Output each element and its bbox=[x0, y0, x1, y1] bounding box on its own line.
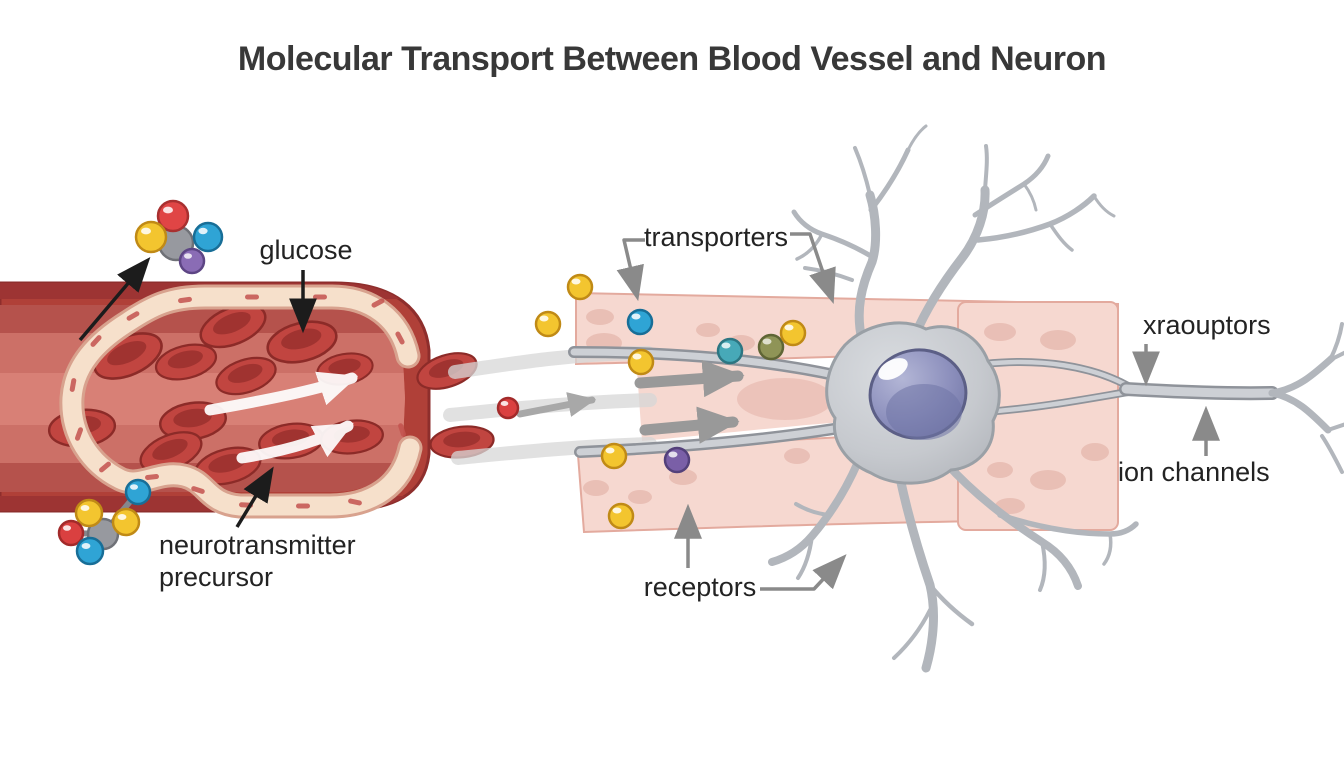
annotation-arrows-gray bbox=[616, 232, 1220, 591]
transporters-arrow-right bbox=[790, 232, 836, 304]
blood-vessel bbox=[0, 281, 431, 519]
molecule-yellow bbox=[600, 442, 628, 470]
axon-terminal-branches bbox=[1268, 322, 1344, 474]
transport-arrows bbox=[516, 359, 745, 444]
molecule-yellow bbox=[566, 273, 594, 301]
precursor-exit-arrow bbox=[78, 256, 151, 342]
molecule-cluster-bottom-left bbox=[57, 478, 152, 566]
label-glucose: glucose bbox=[259, 235, 352, 265]
nucleus-highlight bbox=[878, 358, 908, 380]
neuron-soma bbox=[825, 321, 1001, 485]
molecule-olive bbox=[757, 333, 785, 361]
label-axon-receptors: xraouptors bbox=[1143, 310, 1271, 340]
molecule-yellow bbox=[534, 310, 562, 338]
transporters-arrow-left bbox=[616, 238, 645, 302]
label-neurotransmitter-precursor-line2: precursor bbox=[159, 562, 273, 592]
molecule-purple bbox=[663, 446, 691, 474]
annotation-arrows-black bbox=[78, 256, 317, 528]
dendrites-upper bbox=[791, 124, 1116, 345]
dendrites-lower bbox=[768, 458, 1139, 673]
label-transporters: transporters bbox=[644, 222, 788, 252]
molecule-blue bbox=[626, 308, 654, 336]
label-receptors: receptors bbox=[644, 572, 757, 602]
molecule-red bbox=[496, 396, 520, 420]
axon bbox=[981, 322, 1344, 474]
nucleus bbox=[868, 348, 968, 440]
molecule-cluster-top-left bbox=[134, 199, 224, 275]
label-ion-channels: ion channels bbox=[1118, 457, 1270, 487]
receptors-arrow-right bbox=[760, 554, 847, 591]
blood-flow-arrows bbox=[204, 371, 359, 464]
molecule-teal bbox=[716, 337, 744, 365]
label-neurotransmitter-precursor-line1: neurotransmitter bbox=[159, 530, 356, 560]
endothelium-nuclei bbox=[69, 294, 406, 509]
molecule-yellow bbox=[627, 348, 655, 376]
molecule-yellow bbox=[607, 502, 635, 530]
molecule-yellow bbox=[779, 319, 807, 347]
neurotransmitter-precursor-arrow bbox=[235, 466, 274, 528]
vessel-endothelium bbox=[59, 284, 423, 519]
tissue-texture-blobs bbox=[984, 323, 1109, 514]
page-title: Molecular Transport Between Blood Vessel… bbox=[238, 40, 1106, 78]
